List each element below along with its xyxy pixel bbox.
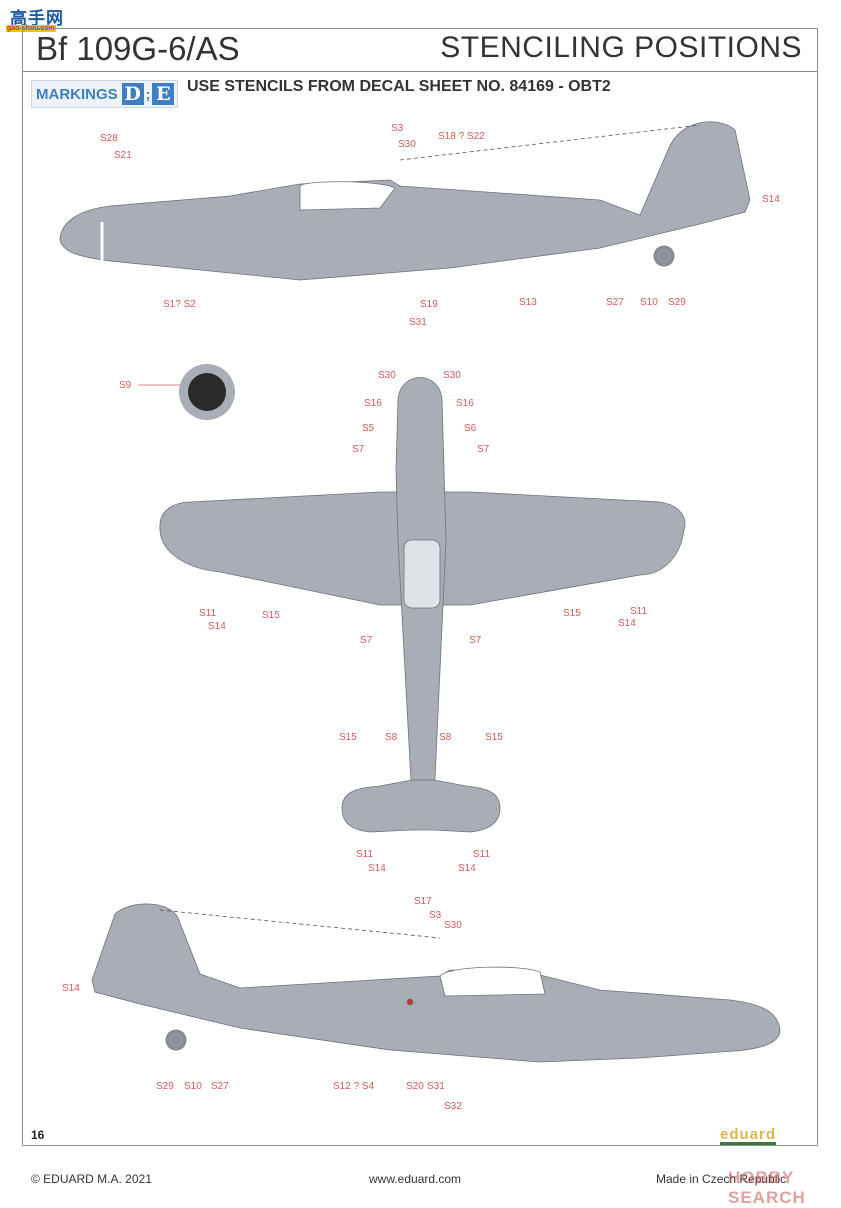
markings-badge: MARKINGS D ; E (31, 80, 179, 108)
left-side-view (59, 121, 751, 281)
top-view (159, 377, 686, 833)
stencil-label: S11 (630, 606, 648, 617)
stencil-label: S30 (398, 139, 416, 150)
stencil-label: S19 (420, 299, 438, 310)
page-header: Bf 109G-6/AS STENCILING POSITIONS (22, 28, 818, 72)
bottom-watermark: HOBBY SEARCH (728, 1168, 806, 1207)
model-title: Bf 109G-6/AS (36, 30, 240, 67)
stencil-label: S27 (211, 1081, 229, 1092)
section-title: STENCILING POSITIONS (440, 31, 802, 64)
stencil-label: S7 (360, 635, 373, 646)
markings-label: MARKINGS (36, 85, 118, 103)
stencil-label: S10 (640, 297, 658, 308)
stencil-label: S14 (368, 863, 386, 874)
stencil-label: S20 (406, 1081, 424, 1092)
stencil-label: S8 (385, 732, 398, 743)
right-side-view (91, 903, 781, 1063)
stencil-label: S30 (443, 370, 461, 381)
page-frame (22, 28, 818, 1146)
stencil-label: S13 (519, 297, 537, 308)
stencil-label: S6 (464, 423, 477, 434)
stencil-label: S16 (456, 398, 474, 409)
stencil-label: S11 (356, 849, 374, 860)
stencil-label: S14 (62, 983, 80, 994)
stencil-label: S3 (391, 123, 404, 134)
origin-note: Made in Czech Republic (656, 1172, 787, 1186)
page-number: 16 (31, 1128, 45, 1142)
watermark-text: 高手网 (10, 9, 64, 29)
stencil-label: S8 (439, 732, 452, 743)
eduard-logo: eduard (720, 1126, 777, 1145)
stencil-label: S30 (444, 920, 462, 931)
marking-letter-e: E (152, 83, 175, 105)
marking-letter-d: D (121, 83, 144, 105)
stencil-label: S7 (477, 444, 490, 455)
stencil-label: S31 (427, 1081, 445, 1092)
stencil-label: S29 (668, 297, 686, 308)
stencil-label: S9 (119, 380, 132, 391)
stencil-label: S7 (352, 444, 365, 455)
stencil-label: S11 (199, 608, 217, 619)
stencil-label: S17 (414, 896, 432, 907)
marking-separator: ; (145, 86, 151, 102)
stencil-label: S15 (262, 610, 280, 621)
stencil-label: S28 (100, 133, 118, 144)
stencil-label: S15 (339, 732, 357, 743)
stencil-label: S14 (208, 621, 226, 632)
stencil-label: S12 ? S4 (333, 1081, 375, 1092)
stencil-label: S31 (409, 317, 427, 328)
stencil-label: S18 ? S22 (438, 131, 485, 142)
stencil-label: S27 (606, 297, 624, 308)
stencil-label: S14 (618, 618, 636, 629)
stencil-label: S3 (429, 910, 442, 921)
stencil-label: S15 (485, 732, 503, 743)
copyright: © EDUARD M.A. 2021 (31, 1172, 152, 1186)
stencil-label: S14 (458, 863, 476, 874)
stencil-label: S1? S2 (163, 299, 196, 310)
stencil-label: S7 (469, 635, 482, 646)
stencil-label: S10 (184, 1081, 202, 1092)
stencil-label: S5 (362, 423, 375, 434)
website: www.eduard.com (369, 1172, 462, 1186)
stencil-label: S21 (114, 150, 132, 161)
stencil-label: S30 (378, 370, 396, 381)
stencil-label: S29 (156, 1081, 174, 1092)
stencil-label: S11 (473, 849, 491, 860)
stencil-label: S14 (762, 194, 780, 205)
spinner-detail (138, 364, 235, 420)
decal-instruction: USE STENCILS FROM DECAL SHEET NO. 84169 … (187, 78, 611, 95)
stencil-label: S15 (563, 608, 581, 619)
stencil-label: S32 (444, 1101, 462, 1112)
stencil-label: S16 (364, 398, 382, 409)
